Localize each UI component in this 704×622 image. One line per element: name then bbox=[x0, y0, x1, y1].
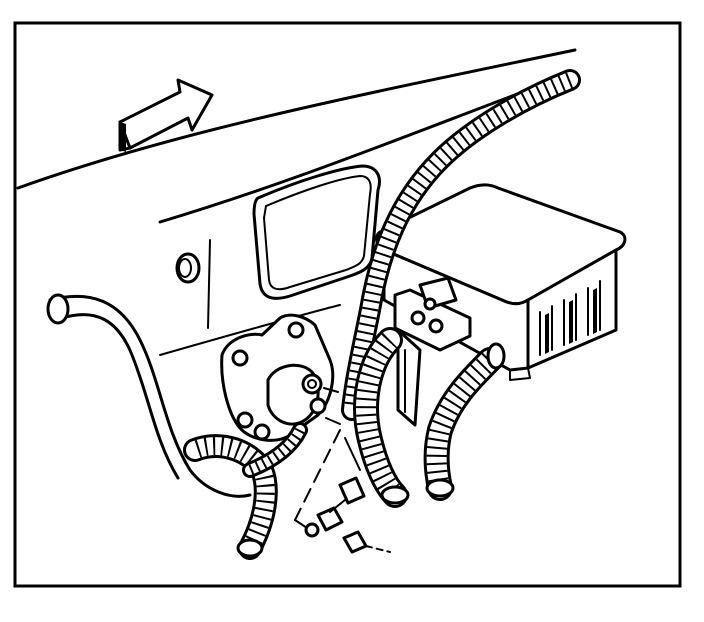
inspection-port bbox=[252, 164, 381, 300]
relay-box bbox=[375, 183, 627, 381]
solenoid bbox=[220, 313, 341, 442]
firewall-panel bbox=[16, 48, 577, 356]
figure-frame bbox=[13, 21, 682, 588]
wiring-harness bbox=[46, 69, 581, 560]
retaining-nut bbox=[294, 429, 391, 554]
direction-arrow bbox=[118, 78, 214, 152]
mounting-bracket bbox=[393, 276, 472, 427]
